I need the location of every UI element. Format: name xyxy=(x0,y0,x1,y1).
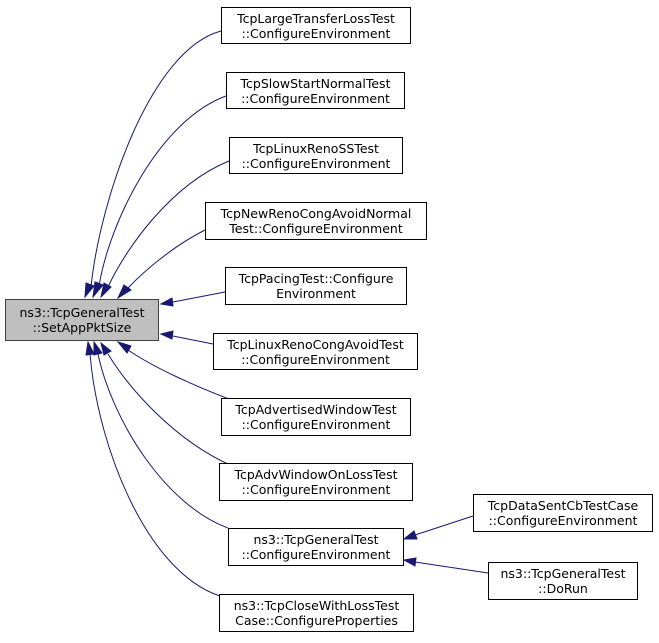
node-label-line2: Case::ConfigureProperties xyxy=(235,613,398,628)
edge-large-transfer xyxy=(90,30,222,288)
node-close-with-loss-test-case[interactable]: ns3::TcpCloseWithLossTest Case::Configur… xyxy=(219,594,414,632)
node-advertised-window-test[interactable]: TcpAdvertisedWindowTest ::ConfigureEnvir… xyxy=(221,398,411,436)
edge-general-configure-env-arrowhead xyxy=(93,340,103,356)
edge-linux-reno-cong-avoid-arrowhead xyxy=(159,330,174,340)
edge-linux-reno-ss-arrowhead xyxy=(100,282,112,299)
node-label-line1: TcpLargeTransferLossTest xyxy=(237,10,395,26)
edge-pacing xyxy=(172,291,226,303)
edge-large-transfer-arrowhead xyxy=(84,282,95,299)
edge-linux-reno-ss xyxy=(107,160,230,288)
node-newreno-cong-avoid-normal-test[interactable]: TcpNewRenoCongAvoidNormal Test::Configur… xyxy=(205,202,427,240)
node-label-line1: TcpAdvertisedWindowTest xyxy=(235,402,397,417)
node-label-line1: ns3::TcpGeneralTest xyxy=(253,532,379,547)
node-label-line1: ns3::TcpGeneralTest xyxy=(500,566,626,581)
node-label-line2: ::SetAppPktSize xyxy=(32,320,132,335)
node-general-test-dorun[interactable]: ns3::TcpGeneralTest ::DoRun xyxy=(488,562,638,600)
edge-general-configure-env xyxy=(97,353,229,529)
edge-pacing-arrowhead xyxy=(159,297,174,307)
node-label-line2: ::ConfigureEnvironment xyxy=(241,351,390,367)
node-label-line1: ns3::TcpGeneralTest xyxy=(19,305,145,320)
node-linux-reno-ss-test[interactable]: TcpLinuxRenoSSTest ::ConfigureEnvironmen… xyxy=(229,137,403,174)
node-slow-start-normal-test[interactable]: TcpSlowStartNormalTest ::ConfigureEnviro… xyxy=(226,72,405,109)
edge-data-sent-cb xyxy=(414,515,474,536)
node-label-line2: ::ConfigureEnvironment xyxy=(241,25,391,41)
node-label-line2: ::ConfigureEnvironment xyxy=(241,482,391,497)
node-root-set-app-pkt-size: ns3::TcpGeneralTest ::SetAppPktSize xyxy=(5,299,159,341)
node-general-test-configure-environment[interactable]: ns3::TcpGeneralTest ::ConfigureEnvironme… xyxy=(228,528,404,566)
node-label-line2: ::DoRun xyxy=(538,581,588,596)
node-label-line2: ::ConfigureEnvironment xyxy=(241,155,391,171)
edge-slow-start-arrowhead xyxy=(92,281,104,299)
edge-slow-start xyxy=(98,95,227,287)
node-pacing-test[interactable]: TcpPacingTest::Configure Environment xyxy=(225,267,407,305)
node-label-line1: TcpPacingTest::Configure xyxy=(238,271,394,286)
node-label-line1: TcpAdvWindowOnLossTest xyxy=(234,467,398,482)
node-label-line2: ::ConfigureEnvironment xyxy=(241,90,390,106)
edge-adv-window-on-loss-arrowhead xyxy=(100,341,112,356)
edge-adv-window-on-loss xyxy=(107,353,231,466)
node-label-line1: TcpLinuxRenoSSTest xyxy=(253,140,379,156)
edge-general-dorun-arrowhead xyxy=(402,557,417,567)
node-label-line2: Environment xyxy=(276,286,356,301)
edge-close-with-loss xyxy=(89,353,228,599)
node-label-line1: TcpNewRenoCongAvoidNormal xyxy=(220,206,412,221)
edge-linux-reno-cong-avoid xyxy=(172,335,214,345)
node-label-line1: TcpDataSentCbTestCase xyxy=(487,498,639,513)
node-data-sent-cb-test-case[interactable]: TcpDataSentCbTestCase ::ConfigureEnviron… xyxy=(473,494,653,532)
node-label-line2: ::ConfigureEnvironment xyxy=(241,547,391,562)
node-large-transfer-loss-test[interactable]: TcpLargeTransferLossTest ::ConfigureEnvi… xyxy=(221,7,411,44)
node-label-line2: ::ConfigureEnvironment xyxy=(241,417,391,432)
node-label-line1: ns3::TcpCloseWithLossTest xyxy=(233,598,400,613)
edge-advertised-window-arrowhead xyxy=(116,341,132,354)
node-label-line1: TcpLinuxRenoCongAvoidTest xyxy=(227,336,404,352)
edge-close-with-loss-arrowhead xyxy=(85,340,95,356)
node-label-line2: Test::ConfigureEnvironment xyxy=(229,221,403,236)
node-adv-window-on-loss-test[interactable]: TcpAdvWindowOnLossTest ::ConfigureEnviro… xyxy=(219,463,413,501)
node-label-line1: TcpSlowStartNormalTest xyxy=(240,75,391,91)
edge-general-dorun xyxy=(414,561,489,574)
edge-newreno-cong-avoid-arrowhead xyxy=(116,284,132,300)
node-linux-reno-cong-avoid-test[interactable]: TcpLinuxRenoCongAvoidTest ::ConfigureEnv… xyxy=(213,333,418,370)
node-label-line2: ::ConfigureEnvironment xyxy=(488,513,638,528)
edge-newreno-cong-avoid xyxy=(127,229,206,289)
edge-data-sent-cb-arrowhead xyxy=(402,530,418,540)
